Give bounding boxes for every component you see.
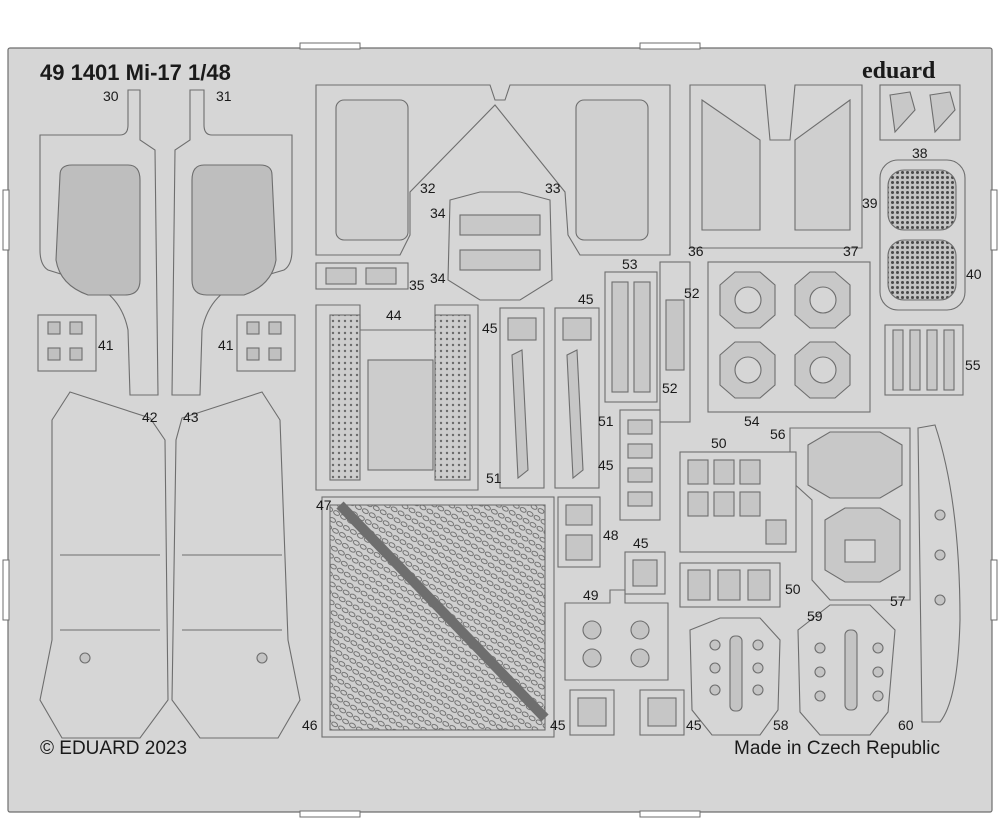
part-45-stack <box>619 409 661 521</box>
part-number-label: 54 <box>744 413 760 429</box>
part-number-label: 43 <box>183 409 199 425</box>
part-number-label: 51 <box>598 413 614 429</box>
part-number-label: 57 <box>890 593 906 609</box>
part-number-label: 56 <box>770 426 786 442</box>
part-46-47 <box>321 496 555 738</box>
part-number-label: 39 <box>862 195 878 211</box>
part-53 <box>604 271 658 403</box>
part-number-label: 46 <box>302 717 318 733</box>
part-45-bottom-left <box>569 689 615 736</box>
part-45-51-left <box>499 307 545 489</box>
part-60 <box>917 424 961 723</box>
part-number-label: 34 <box>430 205 446 221</box>
part-number-label: 58 <box>773 717 789 733</box>
part-number-label: 31 <box>216 88 232 104</box>
part-number-label: 45 <box>578 291 594 307</box>
part-number-label: 44 <box>386 307 402 323</box>
brand-logo: eduard <box>862 58 936 84</box>
part-42 <box>39 391 169 739</box>
fret-edge-tabs <box>2 42 998 818</box>
part-43 <box>171 391 301 739</box>
part-number-label: 51 <box>486 470 502 486</box>
part-35 <box>315 262 409 290</box>
part-number-label: 45 <box>550 717 566 733</box>
part-number-label: 45 <box>633 535 649 551</box>
part-number-label: 35 <box>409 277 425 293</box>
part-30 <box>39 89 159 396</box>
part-32-33 <box>315 84 671 256</box>
part-number-label: 52 <box>684 285 700 301</box>
part-45-51-right <box>554 307 600 489</box>
part-number-label: 38 <box>912 145 928 161</box>
part-number-label: 45 <box>482 320 498 336</box>
part-number-label: 60 <box>898 717 914 733</box>
part-number-label: 42 <box>142 409 158 425</box>
part-48 <box>557 496 601 568</box>
part-45-bottom-right <box>639 689 685 736</box>
part-44 <box>315 304 479 491</box>
part-55 <box>884 324 964 396</box>
part-number-label: 50 <box>711 435 727 451</box>
copyright-text: © EDUARD 2023 <box>40 738 188 759</box>
part-number-label: 50 <box>785 581 801 597</box>
part-number-label: 48 <box>603 527 619 543</box>
part-number-label: 40 <box>966 266 982 282</box>
part-39-40 <box>879 159 966 311</box>
part-number-label: 33 <box>545 180 561 196</box>
part-number-label: 45 <box>686 717 702 733</box>
part-number-label: 41 <box>218 337 234 353</box>
part-38 <box>879 84 961 141</box>
part-34 <box>447 191 553 301</box>
part-54 <box>707 261 871 413</box>
part-number-label: 59 <box>807 608 823 624</box>
part-41-right <box>236 314 296 372</box>
part-number-label: 45 <box>598 457 614 473</box>
part-number-label: 53 <box>622 256 638 272</box>
part-45-small <box>624 551 666 595</box>
part-number-label: 47 <box>316 497 332 513</box>
part-50-lower <box>679 562 781 608</box>
part-number-label: 34 <box>430 270 446 286</box>
origin-text: Made in Czech Republic <box>734 738 940 759</box>
part-57 <box>789 427 911 601</box>
part-31 <box>171 89 293 396</box>
part-number-label: 32 <box>420 180 436 196</box>
part-number-label: 37 <box>843 243 859 259</box>
part-36-37 <box>689 84 863 249</box>
part-50-upper <box>679 451 797 553</box>
part-number-label: 52 <box>662 380 678 396</box>
part-number-label: 36 <box>688 243 704 259</box>
part-52 <box>659 261 691 423</box>
part-49 <box>564 589 669 681</box>
part-59 <box>797 604 896 736</box>
part-58 <box>689 617 781 736</box>
part-number-label: 55 <box>965 357 981 373</box>
part-number-label: 49 <box>583 587 599 603</box>
part-number-label: 41 <box>98 337 114 353</box>
fret-title: 49 1401 Mi-17 1/48 <box>40 60 231 85</box>
part-41-left <box>37 314 97 372</box>
part-number-label: 30 <box>103 88 119 104</box>
